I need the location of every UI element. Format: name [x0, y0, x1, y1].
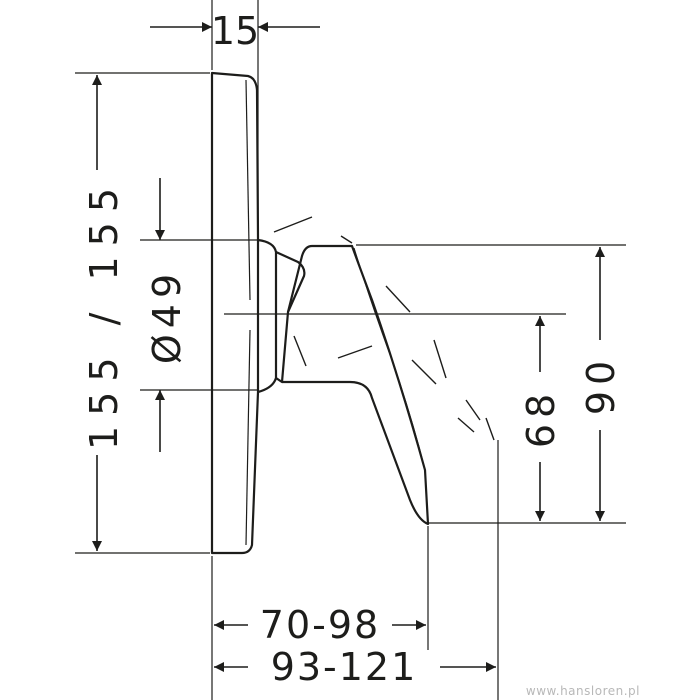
rotation-path	[273, 216, 495, 441]
dim-spout-68: 68	[519, 388, 563, 448]
dim-projection-70-98: 70-98	[260, 603, 380, 647]
dim-height-155: 155 / 155	[82, 178, 126, 450]
dim-projection-93-121: 93-121	[271, 645, 418, 689]
dim-lever-90: 90	[579, 355, 623, 415]
cartridge-housing	[257, 238, 278, 394]
dimension-arrows	[92, 22, 605, 672]
dim-depth-15: 15	[211, 9, 259, 53]
plate-inner-line	[245, 79, 251, 301]
lever-ridge	[353, 247, 426, 471]
dim-diameter-49: Ø49	[145, 268, 189, 364]
wall-plate	[210, 71, 260, 555]
product-outline	[210, 71, 430, 555]
plate-inner-line-lower	[245, 329, 251, 546]
lever-handle	[282, 244, 430, 526]
watermark: www.hansloren.pl	[525, 684, 640, 698]
cartridge-collar	[275, 250, 306, 384]
